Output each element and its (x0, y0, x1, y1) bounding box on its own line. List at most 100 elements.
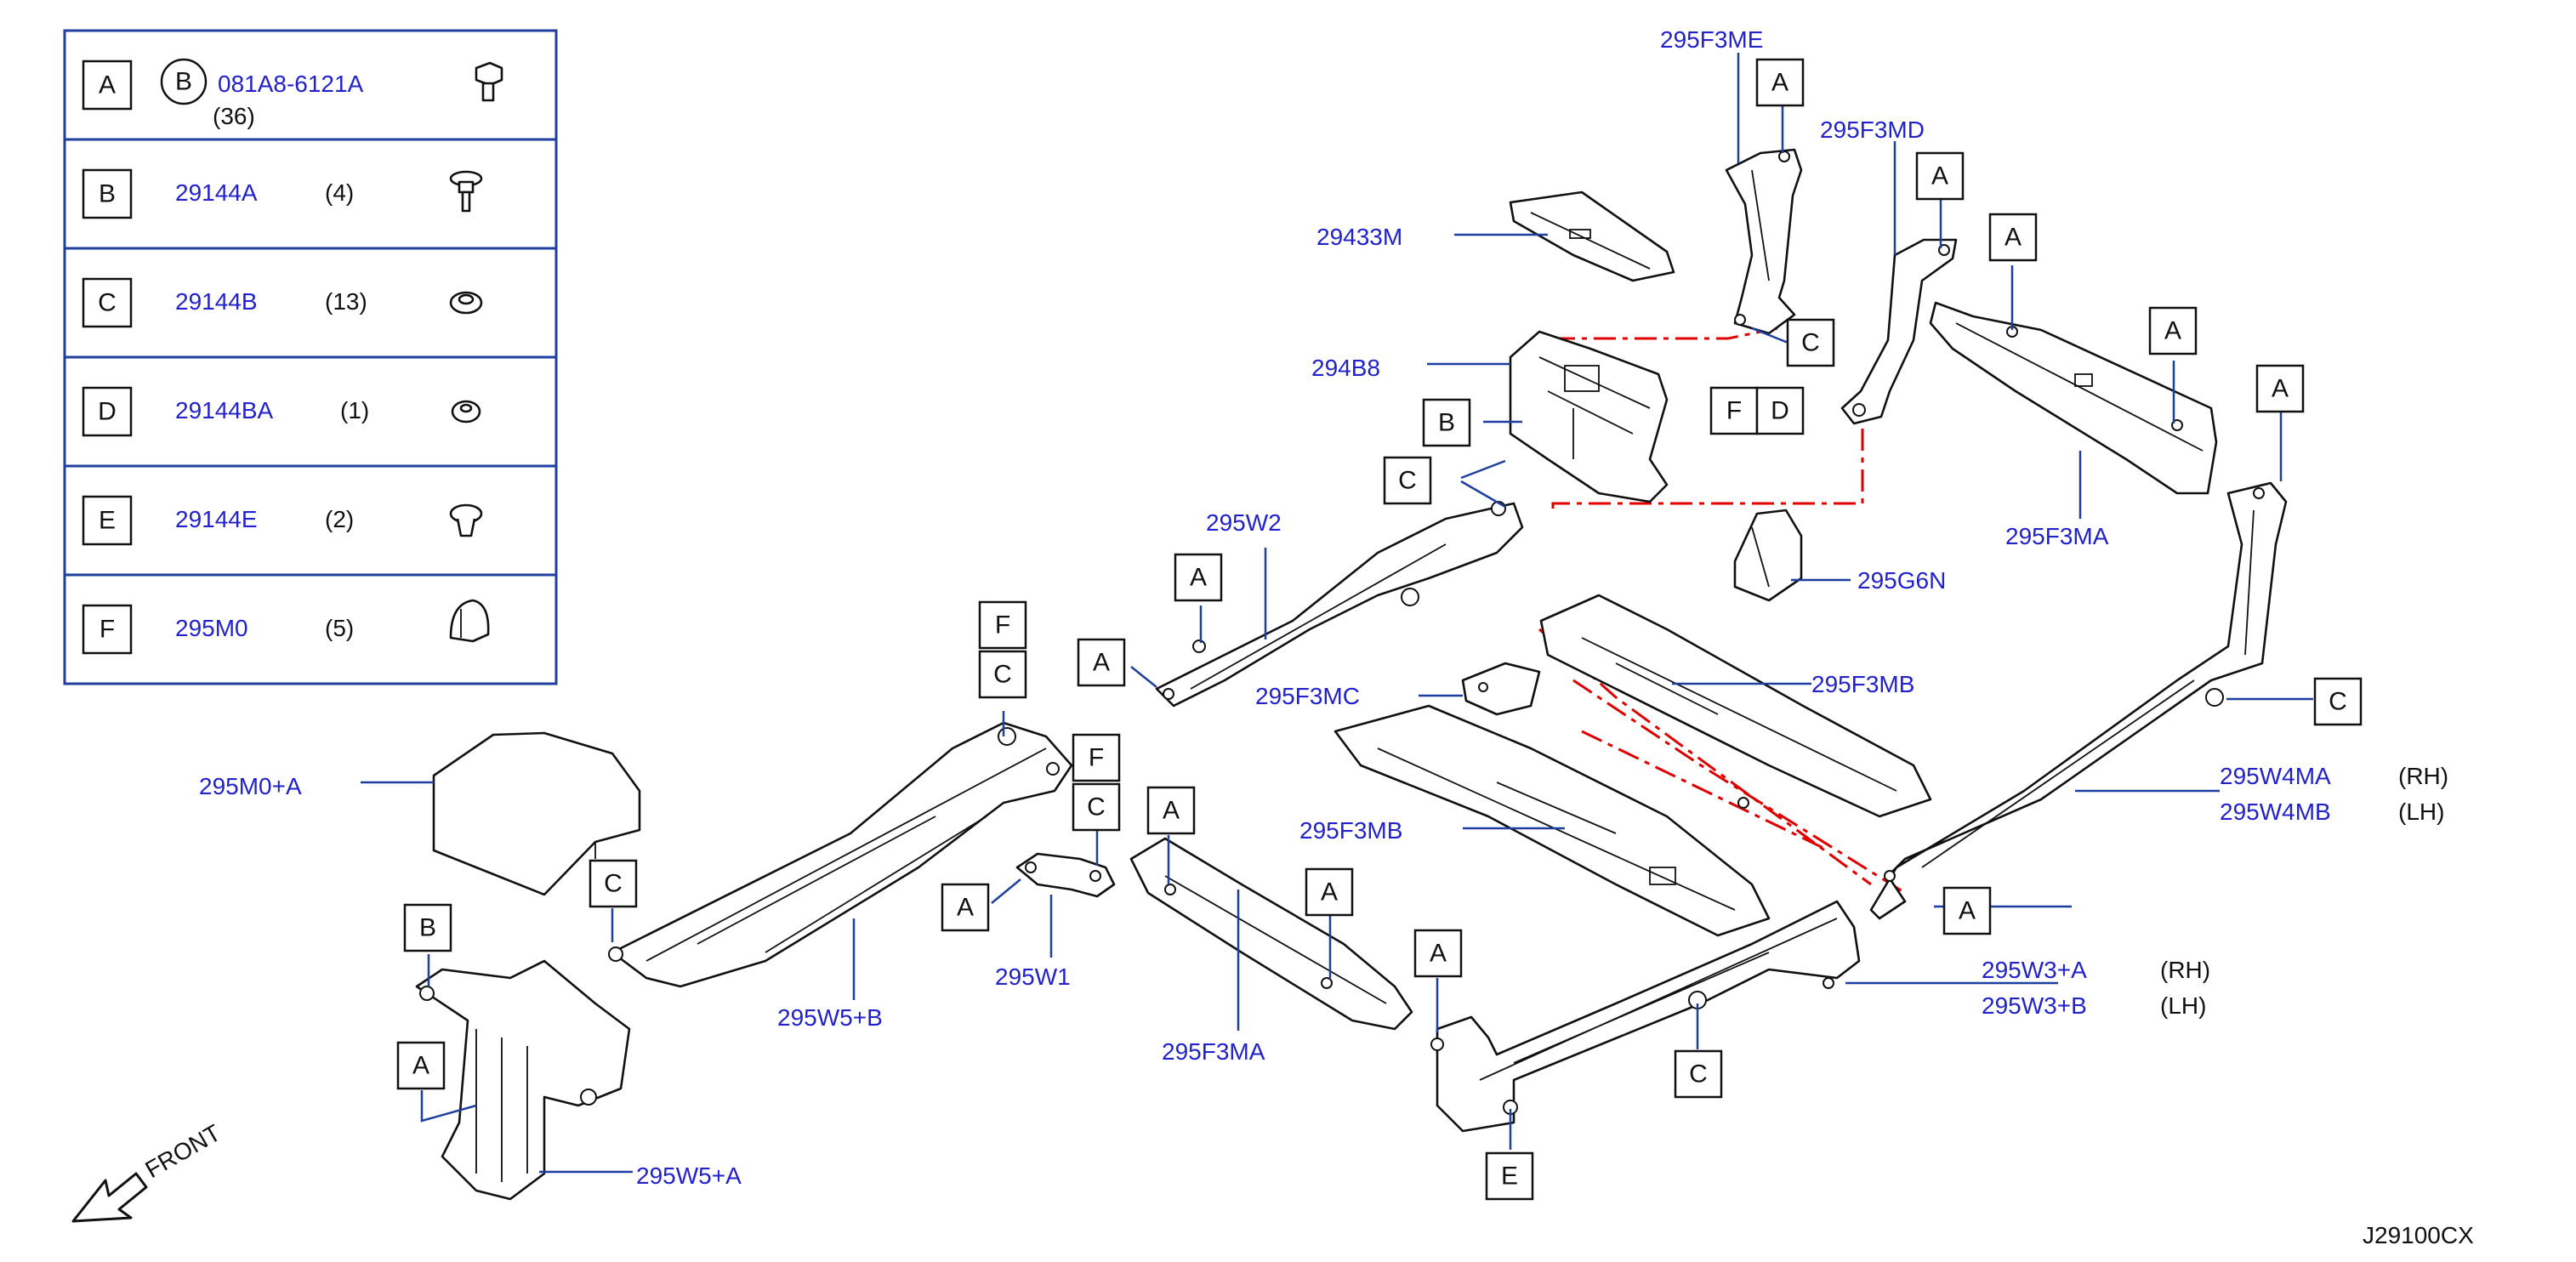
svg-text:A: A (1959, 897, 1976, 925)
label-295W3B: 295W3+B (1982, 992, 2087, 1019)
label-295W1: 295W1 (995, 964, 1071, 990)
label-294B8: 294B8 (1311, 355, 1380, 381)
legend-part-number: 29144B (175, 288, 258, 315)
svg-text:A: A (1190, 564, 1207, 592)
svg-text:F: F (1089, 744, 1104, 772)
label-295F3MA-right: 295F3MA (2005, 523, 2109, 549)
label-295W3A: 295W3+A (1982, 957, 2087, 983)
legend-part-number: 295M0 (175, 615, 248, 641)
legend-row-c: C 29144B (13) (82, 277, 483, 328)
diagram-code: J29100CX (2363, 1222, 2474, 1248)
svg-text:C: C (1801, 329, 1820, 357)
svg-text:A: A (1931, 162, 1948, 190)
legend-table: A B 081A8-6121A (36) B 29144A (4) (63, 29, 558, 685)
legend-part-number: 29144BA (175, 397, 274, 424)
svg-text:F: F (995, 611, 1010, 640)
label-295F3MC: 295F3MC (1255, 683, 1360, 709)
legend-letter: E (99, 507, 116, 535)
label-295W4MB: 295W4MB (2220, 799, 2331, 825)
screw-icon (449, 170, 483, 213)
legend-sub-letter: B (175, 68, 192, 96)
legend-row-a: A B 081A8-6121A (36) (82, 58, 503, 129)
legend-letter: F (100, 616, 115, 644)
svg-text:A: A (2272, 375, 2289, 403)
svg-text:A: A (1163, 797, 1180, 825)
part-295G6N (1733, 509, 1803, 602)
label-295W4MA: 295W4MA (2220, 763, 2331, 789)
cap-icon (449, 599, 490, 643)
callout-boxes: A A A A A C F D B C A A C A F C F C A A … (396, 58, 2363, 1201)
label-295F3MB-top: 295F3MB (1811, 671, 1914, 697)
svg-text:C: C (604, 870, 623, 898)
bolt-icon (475, 61, 503, 102)
legend-row-b: B 29144A (4) (82, 168, 483, 219)
part-295F3MA-left (1129, 837, 1413, 1031)
svg-text:A: A (412, 1052, 429, 1080)
label-295W2: 295W2 (1206, 509, 1282, 536)
svg-text:C: C (1087, 793, 1106, 821)
legend-letter: A (99, 71, 116, 99)
part-295F3ME (1725, 148, 1803, 335)
label-295G6N: 295G6N (1857, 567, 1946, 594)
label-rh-4: (RH) (2398, 763, 2448, 789)
legend-row-e: E 29144E (2) (82, 495, 483, 546)
svg-text:C: C (2329, 688, 2347, 716)
part-295F3MB-middle (1333, 704, 1771, 937)
svg-text:B: B (1438, 409, 1455, 437)
label-lh-3: (LH) (2160, 992, 2206, 1019)
part-295F3MD (1840, 238, 1958, 425)
part-295F3MC (1461, 662, 1541, 716)
part-295W5B (608, 721, 1073, 988)
part-295W4M (1869, 481, 2288, 920)
svg-text:A: A (957, 894, 974, 922)
part-295M0A (432, 731, 641, 896)
legend-quantity: (2) (325, 506, 354, 532)
svg-text:A: A (2005, 224, 2022, 252)
label-295F3MD: 295F3MD (1820, 117, 1925, 143)
front-label: FRONT (141, 1119, 225, 1183)
legend-part-number: 29144A (175, 179, 258, 206)
svg-text:C: C (993, 661, 1012, 689)
part-295W5A (415, 959, 631, 1201)
part-295W1 (1015, 852, 1116, 898)
clip-icon (449, 503, 483, 537)
part-294B8 (1509, 330, 1669, 503)
svg-text:D: D (1771, 397, 1789, 425)
label-295F3MB-middle: 295F3MB (1299, 817, 1402, 844)
leader-lines (361, 53, 2313, 1174)
svg-text:A: A (1771, 69, 1788, 97)
label-295W5B: 295W5+B (777, 1004, 883, 1031)
legend-quantity: (1) (340, 397, 369, 424)
svg-text:A: A (2164, 317, 2181, 345)
legend-quantity: (36) (213, 103, 255, 129)
svg-text:B: B (419, 914, 436, 942)
part-295W3 (1430, 900, 1861, 1133)
part-295W2 (1155, 501, 1524, 708)
label-295W5A: 295W5+A (636, 1163, 742, 1189)
svg-text:A: A (1430, 940, 1447, 968)
svg-text:C: C (1398, 467, 1417, 495)
label-295F3MA-left: 295F3MA (1162, 1038, 1265, 1065)
legend-row-f: F 295M0 (5) (82, 599, 490, 655)
svg-text:A: A (1321, 878, 1338, 907)
legend-quantity: (5) (325, 615, 354, 641)
legend-row-d: D 29144BA (1) (82, 386, 481, 437)
legend-letter: B (99, 180, 116, 208)
legend-letter: C (98, 289, 117, 317)
part-295F3MB-top (1539, 594, 1932, 818)
nut-icon (451, 400, 481, 424)
svg-text:A: A (1093, 649, 1110, 677)
part-29433M (1509, 190, 1675, 282)
legend-letter: D (98, 398, 117, 426)
svg-text:E: E (1501, 1163, 1518, 1191)
nut-icon (449, 291, 483, 315)
legend-quantity: (13) (325, 288, 367, 315)
legend-part-number: 29144E (175, 506, 258, 532)
label-rh-3: (RH) (2160, 957, 2210, 983)
label-295F3ME: 295F3ME (1660, 26, 1763, 53)
svg-text:F: F (1726, 397, 1742, 425)
legend-quantity: (4) (325, 179, 354, 206)
label-lh-4: (LH) (2398, 799, 2444, 825)
